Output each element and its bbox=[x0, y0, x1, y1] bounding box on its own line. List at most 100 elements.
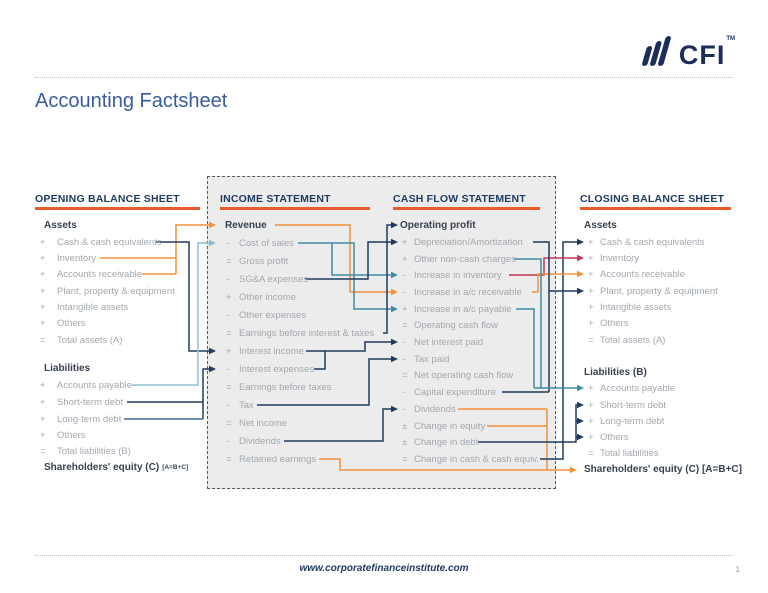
item-label: Long-term debt bbox=[57, 413, 122, 425]
item-label: Plant, property & equipment bbox=[57, 285, 175, 297]
item-sign: + bbox=[40, 413, 46, 425]
connector-line bbox=[156, 241, 209, 352]
header-divider bbox=[35, 77, 733, 78]
item-label: Liabilities (B) bbox=[584, 366, 647, 378]
trademark-symbol: TM bbox=[726, 36, 735, 42]
item-sign: + bbox=[40, 429, 46, 441]
list-item: + Plant, property & equipment bbox=[40, 283, 175, 299]
title-underline bbox=[35, 207, 200, 210]
item-sign: + bbox=[40, 236, 46, 248]
item-sign: + bbox=[588, 431, 594, 443]
connector-line bbox=[127, 368, 209, 419]
closing-balance-sheet-title: CLOSING BALANCE SHEET bbox=[580, 193, 725, 205]
list-item: + Others bbox=[40, 315, 86, 331]
item-label: Others bbox=[57, 429, 86, 441]
item-sign: = bbox=[588, 447, 594, 459]
list-item: + Cash & cash equivalents bbox=[588, 234, 705, 250]
item-label: Short-term debt bbox=[57, 396, 123, 408]
item-sign: + bbox=[588, 399, 594, 411]
item-sign: + bbox=[588, 317, 594, 329]
list-item: =Total assets (A) bbox=[40, 332, 122, 348]
list-item: +Others bbox=[588, 315, 629, 331]
item-sign: + bbox=[40, 301, 46, 313]
page-title: Accounting Factsheet bbox=[35, 90, 228, 112]
item-sign: + bbox=[588, 382, 594, 394]
item-label: Cash & cash equivalents bbox=[57, 236, 162, 248]
list-item: + Accounts receivable bbox=[588, 266, 685, 282]
item-label: Total assets (A) bbox=[600, 334, 666, 346]
arrowhead-icon bbox=[577, 270, 584, 278]
list-item: + Intangible assets bbox=[40, 299, 128, 315]
list-item: Liabilities bbox=[44, 360, 90, 376]
list-item: = Total assets (A) bbox=[588, 332, 665, 348]
cfi-logo: CFI TM bbox=[637, 36, 735, 70]
list-item: = Total liabilities (B) bbox=[40, 443, 131, 459]
item-sign: = bbox=[40, 445, 46, 457]
list-item: + Accounts payable bbox=[40, 377, 132, 393]
list-item: + Accounts payable bbox=[588, 380, 675, 396]
item-sign: + bbox=[588, 285, 594, 297]
list-item: + Others bbox=[40, 427, 86, 443]
arrowhead-icon bbox=[577, 417, 584, 425]
list-item: + Short-term debt bbox=[40, 394, 123, 410]
income-statement-title: INCOME STATEMENT bbox=[220, 193, 331, 205]
item-label: Accounts payable bbox=[57, 379, 132, 391]
item-sign: + bbox=[40, 252, 46, 264]
list-item: +Intangible assets bbox=[588, 299, 671, 315]
item-label: Intangible assets bbox=[57, 301, 129, 313]
list-item: + Cash & cash equivalents bbox=[40, 234, 162, 250]
item-sign: + bbox=[588, 268, 594, 280]
list-item: =Total liabilities bbox=[588, 445, 659, 461]
item-label: Intangible assets bbox=[600, 301, 672, 313]
title-underline bbox=[580, 207, 731, 210]
opening-balance-sheet-title: OPENING BALANCE SHEET bbox=[35, 193, 180, 205]
item-label: Accounts receivable bbox=[600, 268, 686, 280]
item-label: Plant, property & equipment bbox=[600, 285, 718, 297]
connector-line bbox=[132, 242, 209, 386]
page-number: 1 bbox=[735, 565, 740, 574]
item-label: Shareholders' equity (C) [A=B+C] bbox=[584, 463, 742, 475]
title-underline bbox=[393, 207, 540, 210]
list-item: Liabilities (B) bbox=[584, 364, 647, 380]
item-label: Accounts receivable bbox=[57, 268, 143, 280]
item-label: Cash & cash equivalents bbox=[600, 236, 705, 248]
title-underline bbox=[220, 207, 370, 210]
item-label: Accounts payable bbox=[600, 382, 675, 394]
list-item: +Inventory bbox=[588, 250, 639, 266]
list-item: Shareholders' equity (C)[A=B+C] bbox=[44, 459, 188, 475]
list-item: +Accounts receivable bbox=[40, 266, 142, 282]
item-label: Inventory bbox=[57, 252, 97, 264]
item-label: Total assets (A) bbox=[57, 334, 123, 346]
list-item: +Others bbox=[588, 429, 629, 445]
item-sign: + bbox=[40, 317, 46, 329]
item-sign: + bbox=[588, 415, 594, 427]
footer-url[interactable]: www.corporatefinanceinstitute.com bbox=[299, 563, 469, 574]
list-item: + Long-term debt bbox=[588, 413, 664, 429]
item-label: Long-term debt bbox=[600, 415, 665, 427]
list-item: + Plant, property & equipment bbox=[588, 283, 718, 299]
item-sign: + bbox=[40, 379, 46, 391]
connector-line bbox=[100, 224, 209, 275]
cfi-logo-text: CFI bbox=[678, 39, 726, 70]
statement-box bbox=[207, 176, 556, 489]
item-label: Total liabilities (B) bbox=[57, 445, 131, 457]
item-label: Liabilities bbox=[44, 362, 91, 374]
item-label: Short-term debt bbox=[600, 399, 666, 411]
arrowhead-icon bbox=[577, 384, 584, 392]
cfi-logo-bars-icon bbox=[641, 36, 671, 66]
item-label: Assets bbox=[584, 219, 617, 231]
arrowhead-icon bbox=[577, 287, 584, 295]
item-sign: = bbox=[588, 334, 594, 346]
arrowhead-icon bbox=[577, 433, 584, 441]
item-sign: + bbox=[40, 285, 46, 297]
item-sign: + bbox=[588, 252, 594, 264]
cash-flow-statement-title: CASH FLOW STATEMENT bbox=[393, 193, 526, 205]
footer-divider bbox=[35, 555, 733, 556]
arrowhead-icon bbox=[577, 238, 584, 246]
arrowhead-icon bbox=[577, 401, 584, 409]
item-sign: + bbox=[40, 396, 46, 408]
item-label: Others bbox=[57, 317, 86, 329]
item-sign: + bbox=[588, 236, 594, 248]
item-label: Shareholders' equity (C) bbox=[44, 461, 160, 473]
